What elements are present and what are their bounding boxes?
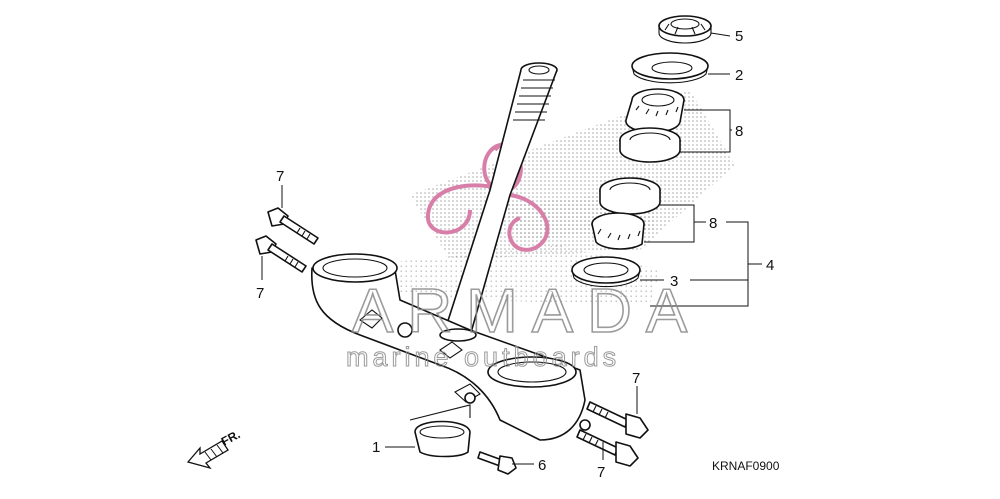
callout-7-top-left: 7 [276,168,284,185]
locknut-part-5 [658,15,712,44]
callout-7-right-lower: 7 [597,464,605,481]
watermark-brand: ARMADA [352,277,701,346]
callout-4: 4 [766,257,774,274]
bolt-part-7-right-upper [586,401,649,439]
lower-bearing-part-8 [591,212,645,250]
bolt-part-7-top-left [267,207,319,245]
upper-bearing-part-8 [625,88,685,134]
diagram-code: KRNAF0900 [712,459,780,473]
callout-1: 1 [372,439,380,456]
callout-2: 2 [735,67,743,84]
callout-3: 3 [670,273,678,290]
callout-8-top: 8 [735,123,743,140]
bolt-part-7-mid-left [255,235,307,273]
dust-seal-part-3 [571,256,641,288]
callout-5: 5 [735,28,743,45]
clamp-pointer [409,404,471,421]
stipple-shading [380,90,735,305]
bolt-part-7-right-lower [576,429,639,467]
upper-race-part-8 [619,127,681,163]
cable-clamp-part-1 [414,420,471,458]
watermark-tagline: marine outboards [346,342,620,372]
callout-6: 6 [538,457,546,474]
dust-seal-part-2 [631,52,709,84]
bolt-part-6 [477,451,517,475]
callout-8-mid: 8 [709,215,717,232]
lower-triple-clamp-part-1 [310,253,591,441]
callout-7-right-upper: 7 [632,370,640,387]
front-direction-arrow-icon [186,440,229,470]
logo-stroke-2 [426,183,506,235]
callout-7-mid-left: 7 [256,285,264,302]
leader-lines [261,32,762,465]
logo-stroke-3 [507,193,550,252]
lower-race-part-8 [599,177,661,215]
